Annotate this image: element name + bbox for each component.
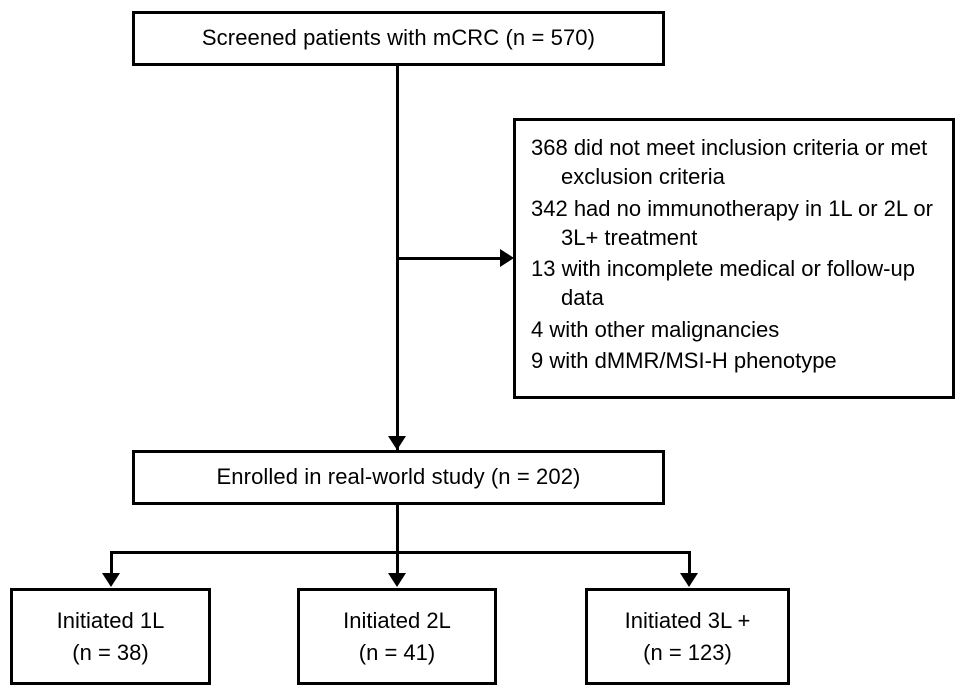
connector-enrolled-stem — [396, 505, 399, 575]
connector-to-exclusions — [396, 257, 504, 260]
exclusion-reason-list: 368 did not meet inclusion criteria or m… — [531, 133, 942, 375]
node-screened-patients: Screened patients with mCRC (n = 570) — [132, 11, 665, 66]
arrowhead-into-enrolled — [388, 436, 406, 450]
arrowhead-into-arm-2 — [388, 573, 406, 587]
connector-split-bus — [110, 551, 691, 554]
node-enrolled-label: Enrolled in real-world study (n = 202) — [216, 464, 581, 490]
exclusion-reason-item: 368 did not meet inclusion criteria or m… — [531, 135, 928, 190]
arrowhead-into-arm-1 — [102, 573, 120, 587]
exclusion-reason-item: 342 had no immunotherapy in 1L or 2L or … — [531, 195, 933, 250]
exclusion-reason-item: 9 with dMMR/MSI-H phenotype — [531, 347, 837, 373]
node-screened-label: Screened patients with mCRC (n = 570) — [201, 25, 596, 51]
node-arm-3l-label: Initiated 3L + (n = 123) — [624, 608, 751, 665]
node-arm-1l-label: Initiated 1L (n = 38) — [56, 608, 165, 665]
connector-drop-arm-1 — [110, 551, 113, 575]
arrowhead-into-arm-3 — [680, 573, 698, 587]
exclusion-reason-item: 13 with incomplete medical or follow-up … — [531, 256, 915, 311]
exclusion-reason-item: 4 with other malignancies — [531, 316, 780, 342]
node-arm-1l: Initiated 1L (n = 38) — [10, 588, 211, 685]
node-excluded-reasons: 368 did not meet inclusion criteria or m… — [513, 118, 955, 399]
node-arm-2l: Initiated 2L (n = 41) — [297, 588, 497, 685]
arrowhead-into-exclusions — [500, 249, 514, 267]
node-enrolled-study: Enrolled in real-world study (n = 202) — [132, 450, 665, 505]
node-arm-3l: Initiated 3L + (n = 123) — [585, 588, 790, 685]
connector-drop-arm-3 — [688, 551, 691, 575]
node-arm-2l-label: Initiated 2L (n = 41) — [343, 608, 451, 665]
